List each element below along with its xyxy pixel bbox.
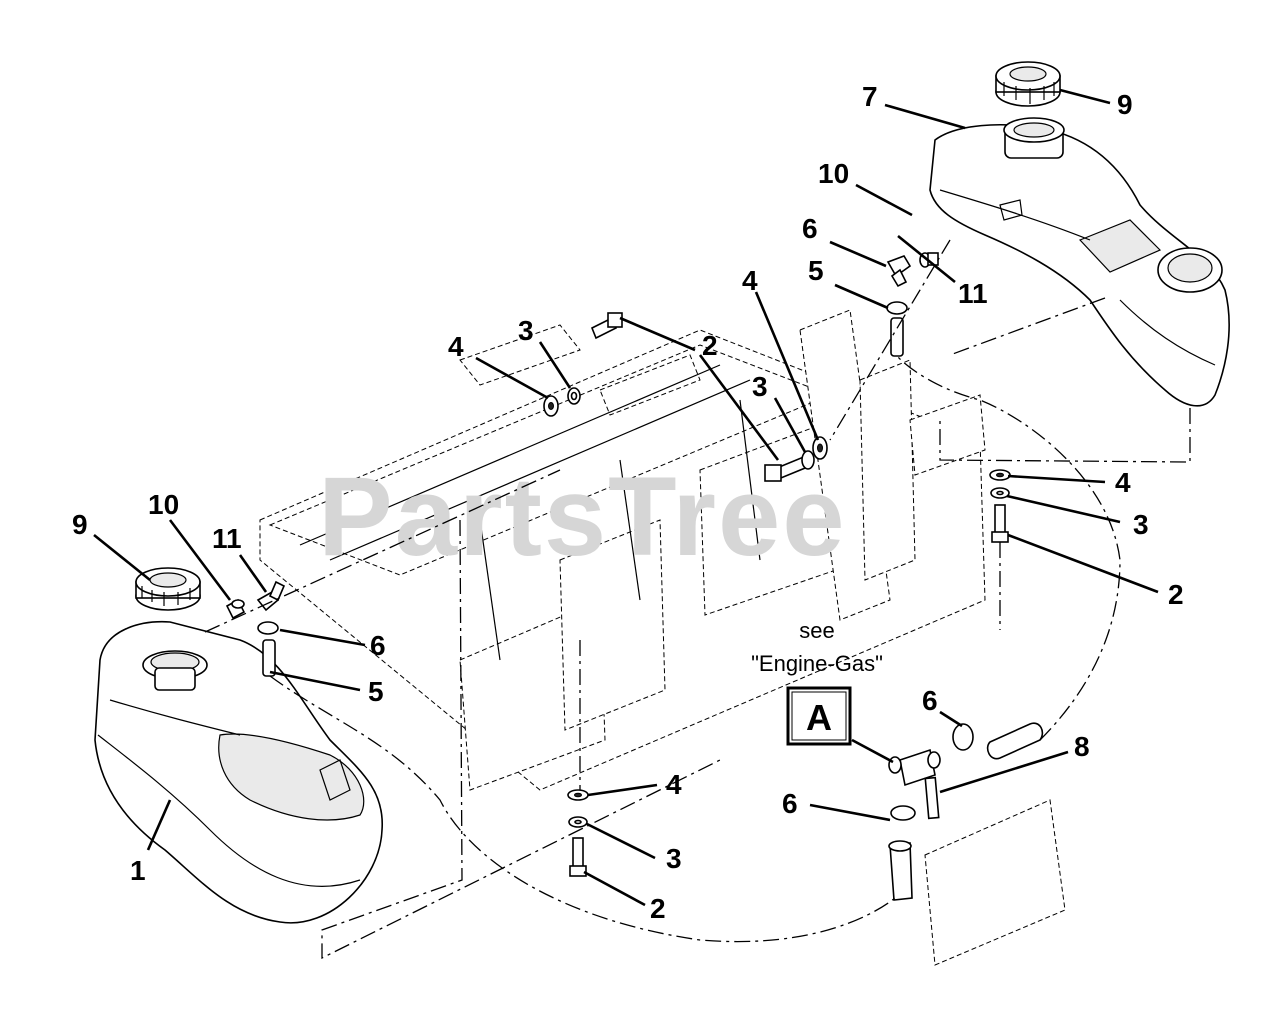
fasteners bbox=[543, 312, 1011, 877]
reference-note-line1: see bbox=[799, 618, 834, 643]
valve-assembly bbox=[888, 722, 1044, 901]
callout-3-top-mid: 3 bbox=[752, 371, 768, 402]
frame-assembly bbox=[259, 309, 986, 791]
watermark-text: PartsTree bbox=[318, 454, 847, 579]
callout-3-top-left: 3 bbox=[518, 315, 534, 346]
reference-box-letter: A bbox=[806, 697, 832, 738]
left-fuel-tank bbox=[94, 620, 383, 924]
right-tank-cap bbox=[995, 61, 1061, 107]
engine-gas-reference-box: A bbox=[786, 686, 852, 746]
reference-note-line2: "Engine-Gas" bbox=[751, 651, 883, 676]
callout-10-right: 10 bbox=[818, 158, 849, 189]
callout-3-bottom: 3 bbox=[666, 843, 682, 874]
callout-6-top-right: 6 bbox=[802, 213, 818, 244]
callout-11-left: 11 bbox=[212, 523, 242, 554]
callout-2-right: 2 bbox=[1168, 579, 1184, 610]
right-fittings bbox=[886, 252, 939, 357]
callout-9-right: 9 bbox=[1117, 89, 1133, 120]
callout-9-left: 9 bbox=[72, 509, 88, 540]
callout-2-top: 2 bbox=[702, 330, 718, 361]
mounting-plate bbox=[924, 799, 1066, 966]
callout-4-right: 4 bbox=[1115, 467, 1131, 498]
callout-4-bottom: 4 bbox=[666, 769, 682, 800]
callout-5-right: 5 bbox=[808, 255, 824, 286]
callout-2-bottom: 2 bbox=[650, 893, 666, 924]
callout-4-top-mid: 4 bbox=[742, 265, 758, 296]
callout-leaders bbox=[93, 88, 1159, 907]
callout-4-top-left: 4 bbox=[448, 331, 464, 362]
callout-6-valve-lower: 6 bbox=[782, 788, 798, 819]
callout-8: 8 bbox=[1074, 731, 1090, 762]
callout-1: 1 bbox=[130, 855, 146, 886]
callout-labels: 1 9 10 11 6 5 4 3 2 4 3 4 3 2 4 3 2 7 9 … bbox=[72, 81, 1184, 924]
callout-6-left: 6 bbox=[370, 630, 386, 661]
callout-3-right: 3 bbox=[1133, 509, 1149, 540]
assembly-lines bbox=[204, 239, 1191, 960]
callout-5-left: 5 bbox=[368, 676, 384, 707]
callout-7: 7 bbox=[862, 81, 878, 112]
left-tank-cap bbox=[135, 567, 201, 611]
right-fuel-tank bbox=[929, 117, 1230, 407]
callout-11-right: 11 bbox=[958, 278, 988, 309]
callout-10-left: 10 bbox=[148, 489, 179, 520]
callout-6-valve-upper: 6 bbox=[922, 685, 938, 716]
